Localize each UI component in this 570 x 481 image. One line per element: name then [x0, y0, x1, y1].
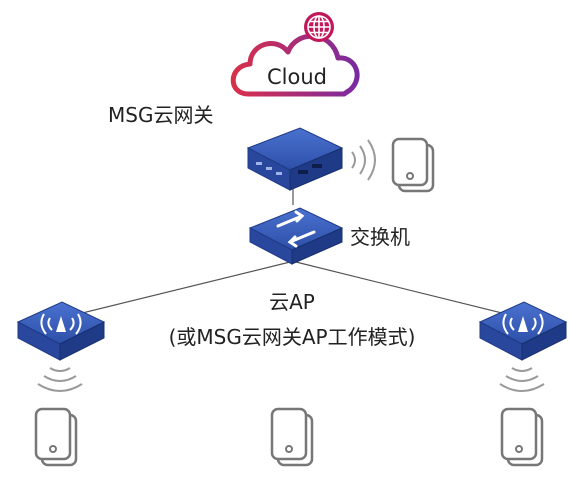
phone-icon-middle [270, 407, 314, 467]
link-switch-ap-right [295, 261, 523, 319]
phone-icon-left [34, 407, 78, 467]
phone-icon-right [500, 407, 544, 467]
gateway-label: MSG云网关 [108, 103, 213, 127]
gateway-device-icon [246, 127, 344, 191]
cloud-ap-mode-label: (或MSG云网关AP工作模式) [169, 325, 416, 349]
ap-left-wifi-signal-icon [37, 367, 83, 392]
cloud-ap-label: 云AP [269, 290, 315, 314]
ap-right-wifi-signal-icon [499, 367, 545, 392]
switch-label: 交换机 [350, 225, 410, 249]
link-switch-ap-left [61, 261, 291, 319]
switch-device-icon [248, 207, 344, 265]
ap-right-icon [478, 301, 568, 361]
phone-icon-gateway [391, 137, 435, 193]
ap-left-icon [16, 301, 106, 361]
cloud-node: Cloud [230, 12, 360, 97]
cloud-label: Cloud [267, 65, 327, 89]
gateway-wifi-signal-icon [351, 139, 376, 181]
cloud-shape [230, 33, 360, 97]
globe-icon [304, 12, 334, 42]
